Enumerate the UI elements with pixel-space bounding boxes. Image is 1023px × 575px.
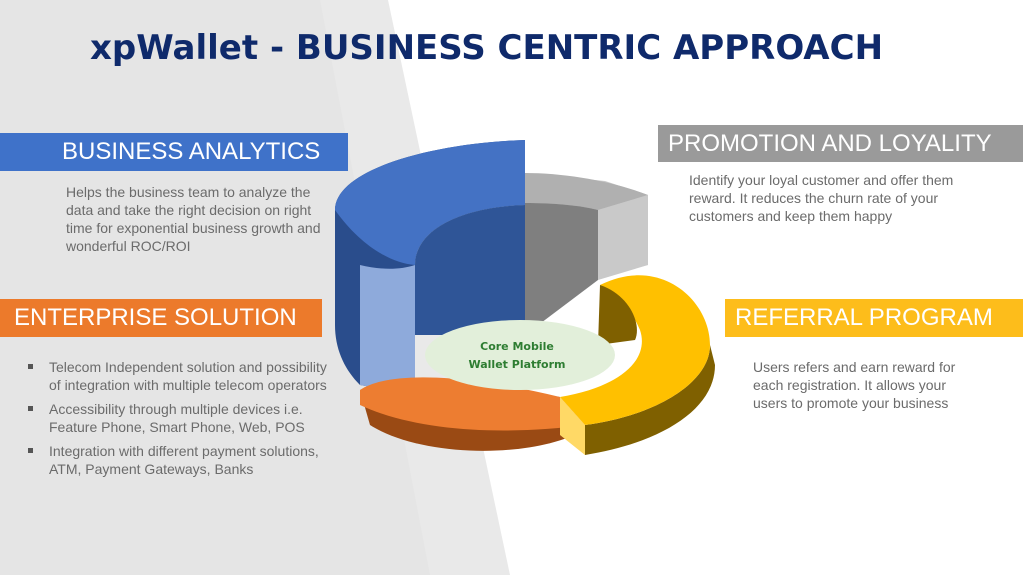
enterprise-solution-label: ENTERPRISE SOLUTION (0, 299, 322, 337)
business-analytics-description: Helps the business team to analyze the d… (66, 184, 321, 254)
core-platform-line1: Core Mobile (480, 340, 554, 353)
business-analytics-label: BUSINESS ANALYTICS (0, 133, 348, 171)
enterprise-bullet: Telecom Independent solution and possibi… (22, 358, 332, 394)
ring-diagram (335, 140, 715, 455)
promotion-segment (525, 173, 648, 335)
bullet-square-icon (28, 448, 33, 453)
page-title: xpWallet - BUSINESS CENTRIC APPROACH (90, 28, 884, 68)
enterprise-bullet: Accessibility through multiple devices i… (22, 400, 332, 436)
core-platform-label: Core Mobile Wallet Platform (452, 338, 582, 374)
referral-program-description: Users refers and earn reward for each re… (753, 359, 956, 411)
promotion-loyalty-label: PROMOTION AND LOYALITY (658, 125, 1023, 162)
enterprise-segment (360, 377, 585, 451)
enterprise-bullet: Integration with different payment solut… (22, 442, 332, 478)
bullet-square-icon (28, 406, 33, 411)
core-platform-line2: Wallet Platform (468, 358, 566, 371)
analytics-segment (335, 140, 525, 395)
enterprise-solution-bullets: Telecom Independent solution and possibi… (22, 358, 332, 484)
promotion-loyalty-description: Identify your loyal customer and offer t… (689, 172, 954, 224)
referral-program-label: REFERRAL PROGRAM (725, 299, 1023, 337)
bullet-square-icon (28, 364, 33, 369)
referral-segment (560, 275, 715, 455)
core-platform-ellipse (425, 320, 615, 390)
